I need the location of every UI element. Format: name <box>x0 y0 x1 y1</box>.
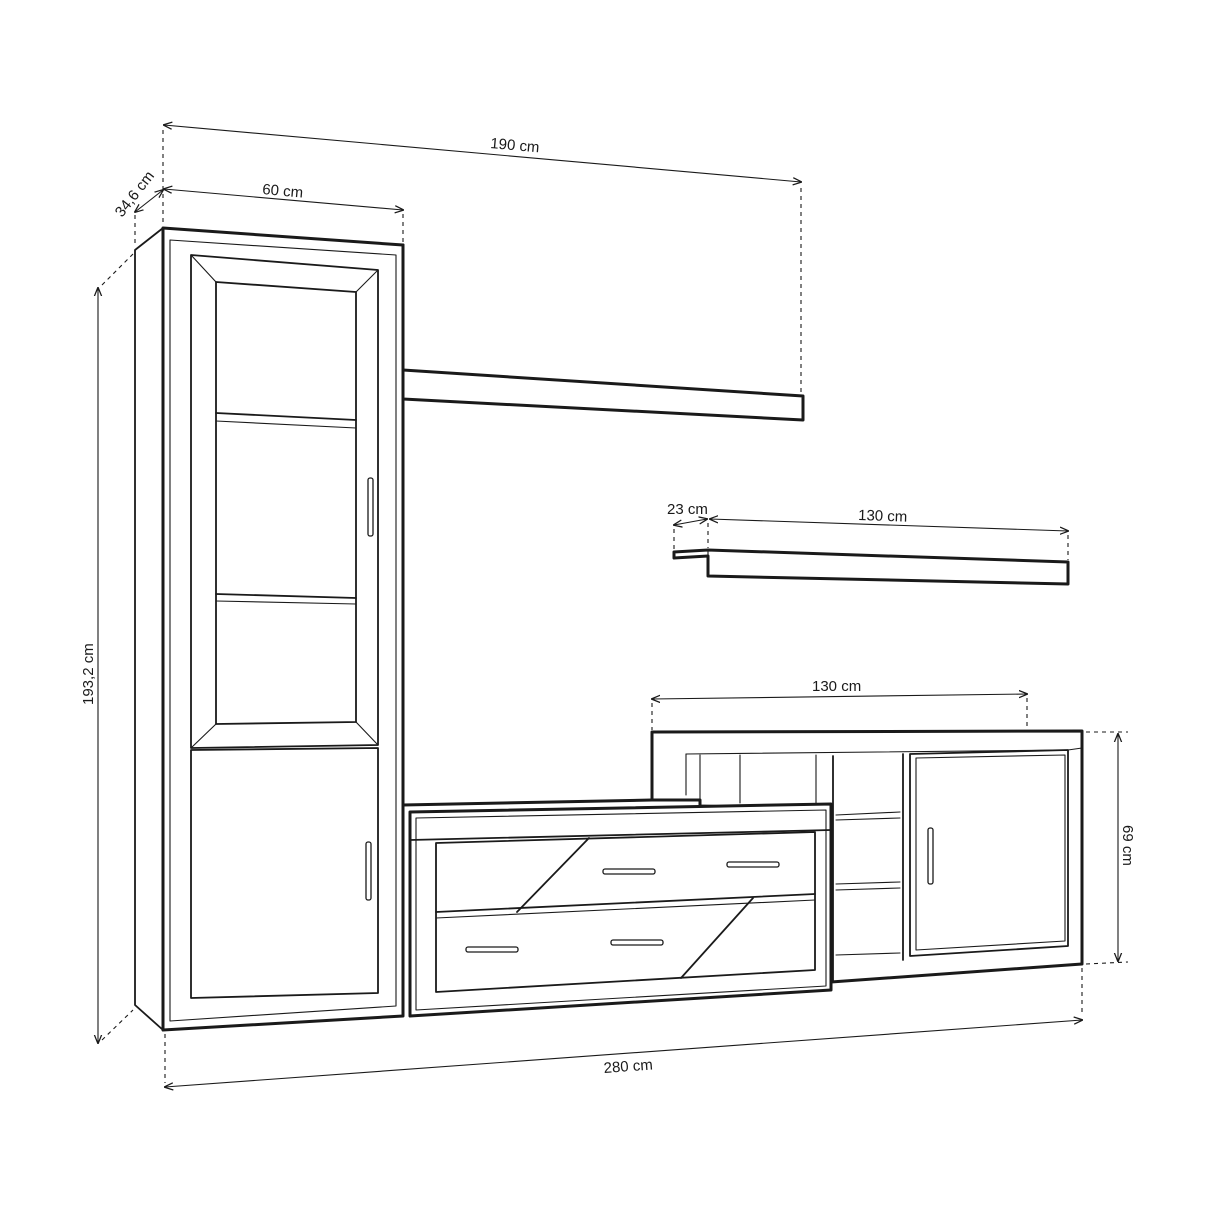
dimension-60: 60 cm <box>164 181 403 242</box>
dim-label-total-height: 193,2 cm <box>80 643 97 705</box>
dimension-69: 69 cm <box>1085 731 1136 965</box>
dimension-280: 280 cm <box>165 968 1082 1087</box>
dim-label-total-width: 280 cm <box>603 1056 653 1077</box>
upper-wall-shelf <box>401 243 805 807</box>
dimension-193-2: 193,2 cm <box>80 253 134 1043</box>
dim-label-tv-unit-width: 130 cm <box>812 678 861 695</box>
dimension-23: 23 cm <box>667 501 708 552</box>
dim-label-total-top-width: 190 cm <box>490 135 541 156</box>
dim-label-shelf-depth: 23 cm <box>667 501 708 518</box>
dimension-130-tv: 130 cm <box>652 678 1027 730</box>
dim-label-depth: 34,6 cm <box>112 168 158 221</box>
tall-cabinet <box>134 226 405 1032</box>
dimension-130-shelf: 130 cm <box>710 507 1068 560</box>
dimension-190: 190 cm <box>162 125 801 392</box>
floating-shelf <box>672 548 1070 586</box>
tv-unit <box>401 729 1084 1018</box>
dim-label-cabinet-width: 60 cm <box>262 181 304 201</box>
dim-label-tv-unit-height: 69 cm <box>1119 825 1136 866</box>
dim-label-shelf-width: 130 cm <box>858 507 908 526</box>
